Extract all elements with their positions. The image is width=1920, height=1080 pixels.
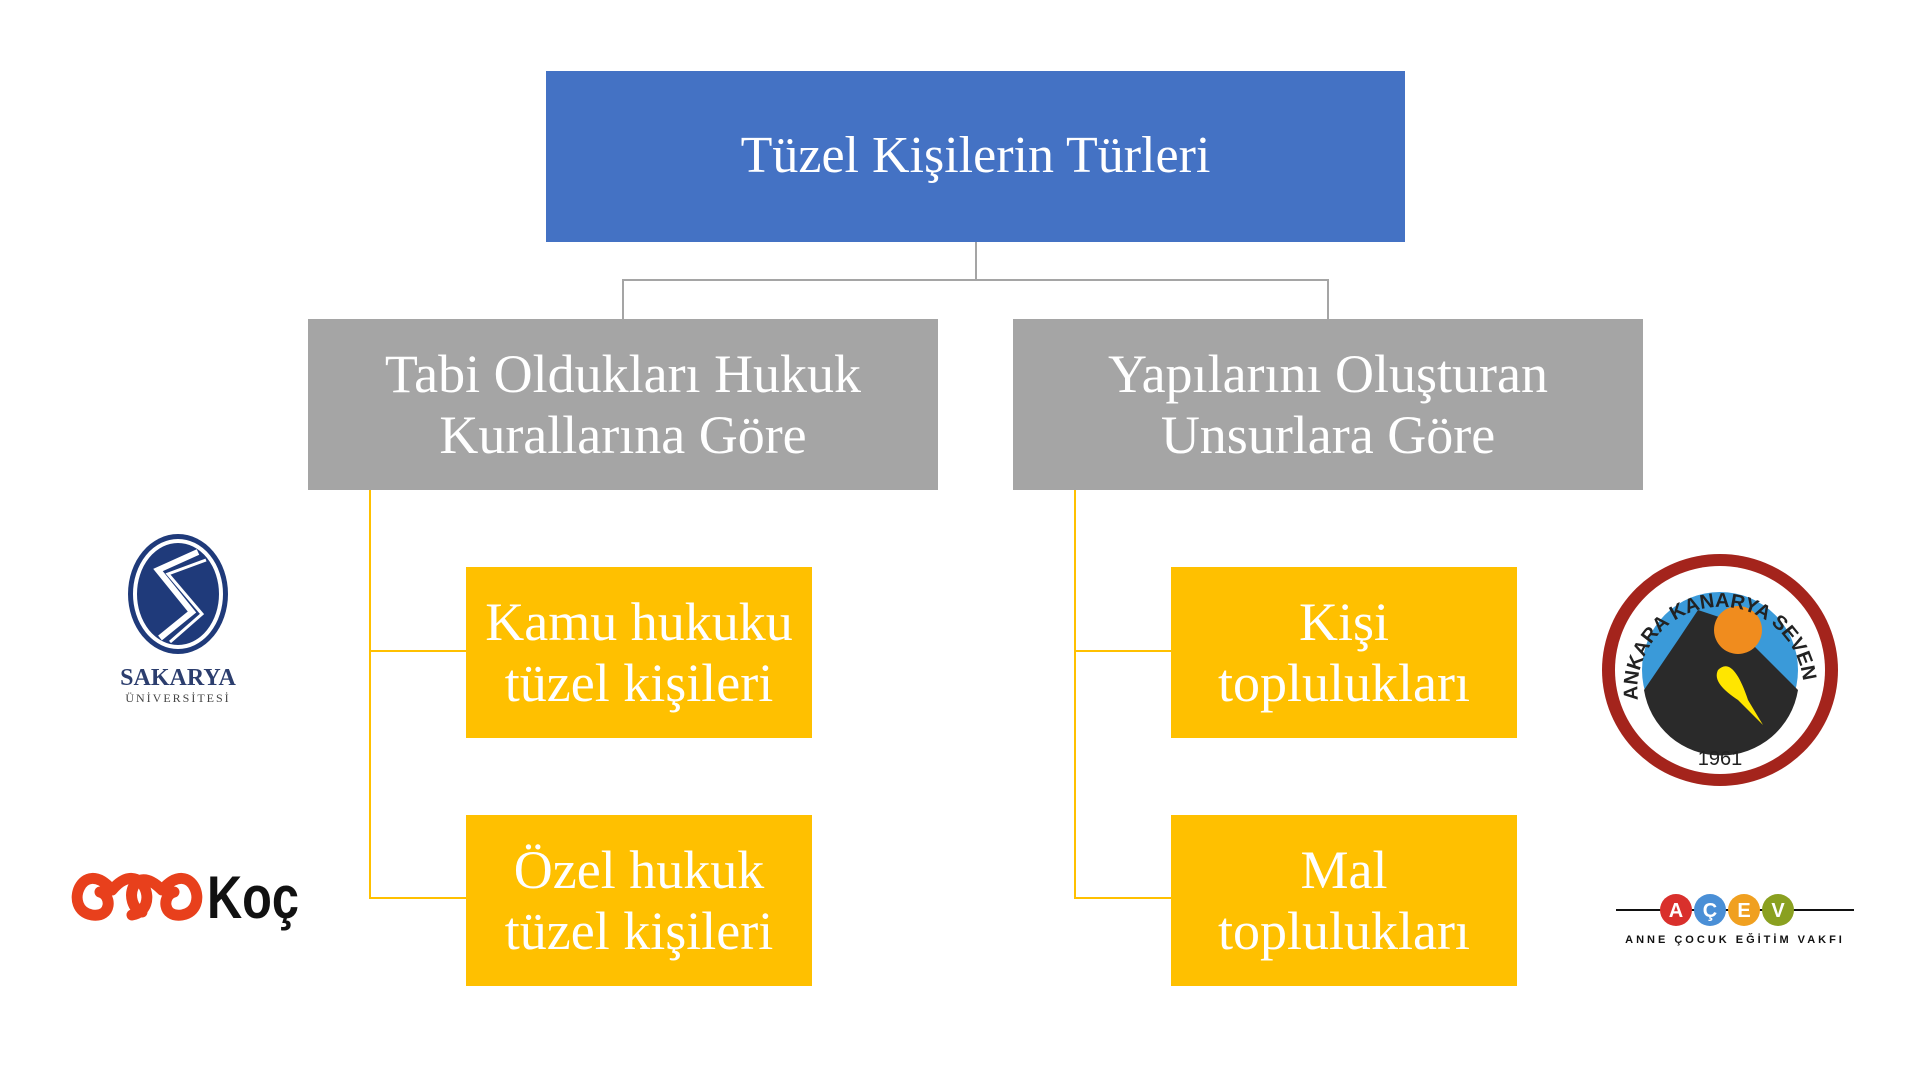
acev-logo: A Ç E V ANNE ÇOCUK EĞİTİM VAKFI: [1616, 894, 1854, 946]
root-node: Tüzel Kişilerin Türleri: [546, 71, 1405, 242]
connector: [1074, 650, 1171, 652]
category-label: Yapılarını Oluşturan Unsurlara Göre: [1108, 344, 1548, 465]
connector: [369, 490, 371, 899]
svg-text:ÜNİVERSİTESİ: ÜNİVERSİTESİ: [125, 691, 230, 705]
leaf-node: Kişi toplulukları: [1171, 567, 1517, 738]
svg-text:SAKARYA: SAKARYA: [120, 665, 236, 691]
connector: [369, 897, 466, 899]
leaf-label: Kişi toplulukları: [1218, 592, 1470, 713]
connector: [1327, 279, 1329, 319]
connector: [622, 279, 624, 319]
ankara-kanarya-logo: ANKARA KANARYA SEVENLER DERNEĞİ 1961: [1598, 550, 1838, 786]
category-node-legal-rules: Tabi Oldukları Hukuk Kurallarına Göre: [308, 319, 938, 490]
leaf-node: Mal toplulukları: [1171, 815, 1517, 986]
category-node-structure: Yapılarını Oluşturan Unsurlara Göre: [1013, 319, 1643, 490]
svg-text:ANNE ÇOCUK EĞİTİM VAKFI: ANNE ÇOCUK EĞİTİM VAKFI: [1625, 933, 1845, 946]
leaf-label: Mal toplulukları: [1218, 840, 1470, 961]
leaf-node: Kamu hukuku tüzel kişileri: [466, 567, 812, 738]
leaf-label: Kamu hukuku tüzel kişileri: [485, 592, 793, 713]
leaf-label: Özel hukuk tüzel kişileri: [504, 840, 774, 961]
svg-text:A: A: [1669, 900, 1683, 922]
svg-text:E: E: [1737, 900, 1750, 922]
connector: [975, 242, 977, 280]
koc-logo: Koç: [71, 864, 299, 931]
svg-text:V: V: [1771, 900, 1785, 922]
leaf-node: Özel hukuk tüzel kişileri: [466, 815, 812, 986]
sakarya-university-logo: SAKARYA ÜNİVERSİTESİ: [120, 534, 236, 705]
svg-text:Ç: Ç: [1703, 900, 1717, 922]
root-label: Tüzel Kişilerin Türleri: [740, 127, 1211, 185]
connector: [369, 650, 466, 652]
connector: [622, 279, 1329, 281]
category-label: Tabi Oldukları Hukuk Kurallarına Göre: [384, 344, 862, 465]
connector: [1074, 897, 1171, 899]
svg-text:1961: 1961: [1698, 748, 1743, 770]
svg-text:Koç: Koç: [207, 864, 299, 931]
connector: [1074, 490, 1076, 899]
